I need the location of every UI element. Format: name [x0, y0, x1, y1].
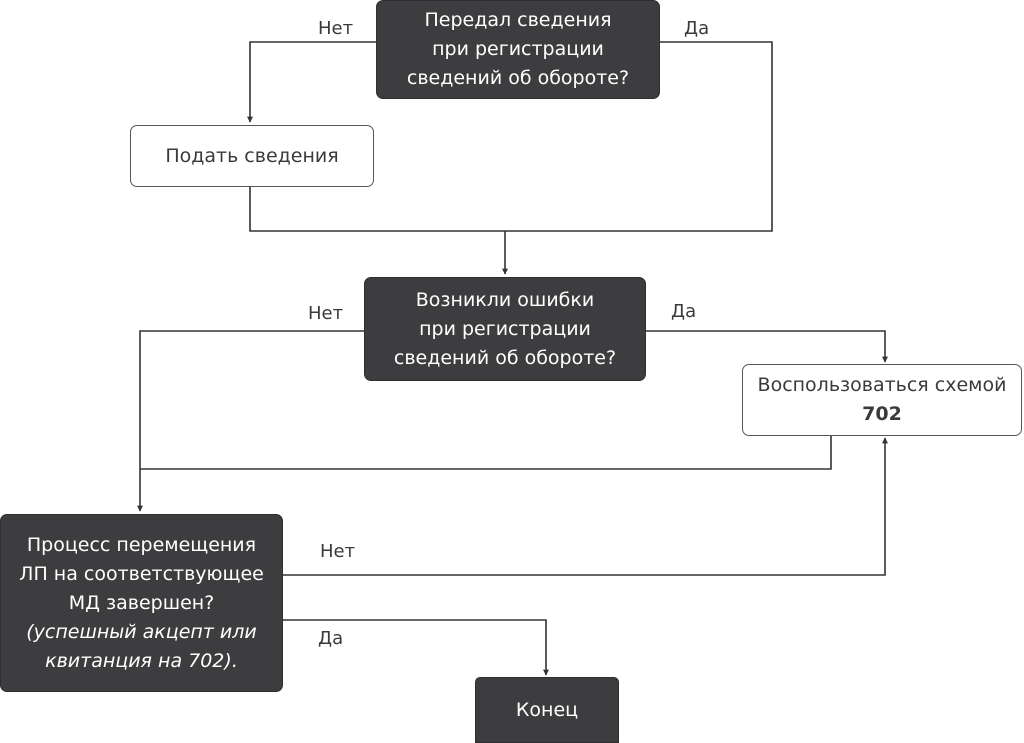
edge-q3-yes — [283, 619, 549, 676]
decision-text-line: ЛП на соответствующее — [19, 562, 264, 585]
scheme-number: 702 — [862, 403, 902, 425]
decision-text-line: МД завершен? — [68, 591, 215, 614]
edge-scheme-return — [140, 436, 832, 470]
action-text: Воспользоваться схемой — [757, 374, 1007, 396]
edge-label-q1-no: Нет — [318, 18, 354, 39]
edge-label-q2-yes: Да — [671, 301, 697, 322]
terminal-text: Конец — [515, 698, 579, 721]
terminal-end: Конец — [475, 677, 619, 743]
decision-text-line: Возникли ошибки — [415, 288, 595, 311]
decision-note-line: (успешный акцепт или — [26, 620, 257, 643]
edge-label-q1-yes: Да — [684, 18, 710, 39]
edge-label-q3-yes: Да — [318, 628, 344, 649]
decision-text-line: сведений об обороте? — [406, 67, 630, 89]
edge-label-q3-no: Нет — [320, 541, 356, 562]
edge-q2-yes — [646, 330, 888, 363]
decision-text-line: при регистрации — [432, 38, 604, 60]
action-text: Подать сведения — [165, 144, 339, 167]
decision-text-line: Процесс перемещения — [26, 533, 257, 556]
edge-q2-no — [137, 330, 364, 512]
decision-note-line: квитанция на 702). — [45, 649, 238, 672]
decision-transfer-process-complete: Процесс перемещения ЛП на соответствующе… — [0, 514, 283, 692]
decision-text-line: сведений об обороте? — [393, 346, 617, 369]
edge-label-q2-no: Нет — [308, 303, 344, 324]
edge-q1-no — [247, 41, 376, 123]
edge-q3-no — [283, 437, 888, 576]
decision-text-line: при регистрации — [419, 317, 591, 340]
decision-registration-errors: Возникли ошибки при регистрации сведений… — [364, 277, 646, 381]
action-use-scheme-702: Воспользоваться схемой 702 — [742, 364, 1022, 436]
decision-text-line: Передал сведения — [424, 9, 612, 31]
decision-info-submitted: Передал сведения при регистрации сведени… — [376, 0, 660, 99]
edge-q1-yes — [505, 41, 773, 232]
action-submit-info: Подать сведения — [130, 125, 374, 187]
edge-submit-merge — [249, 187, 505, 232]
